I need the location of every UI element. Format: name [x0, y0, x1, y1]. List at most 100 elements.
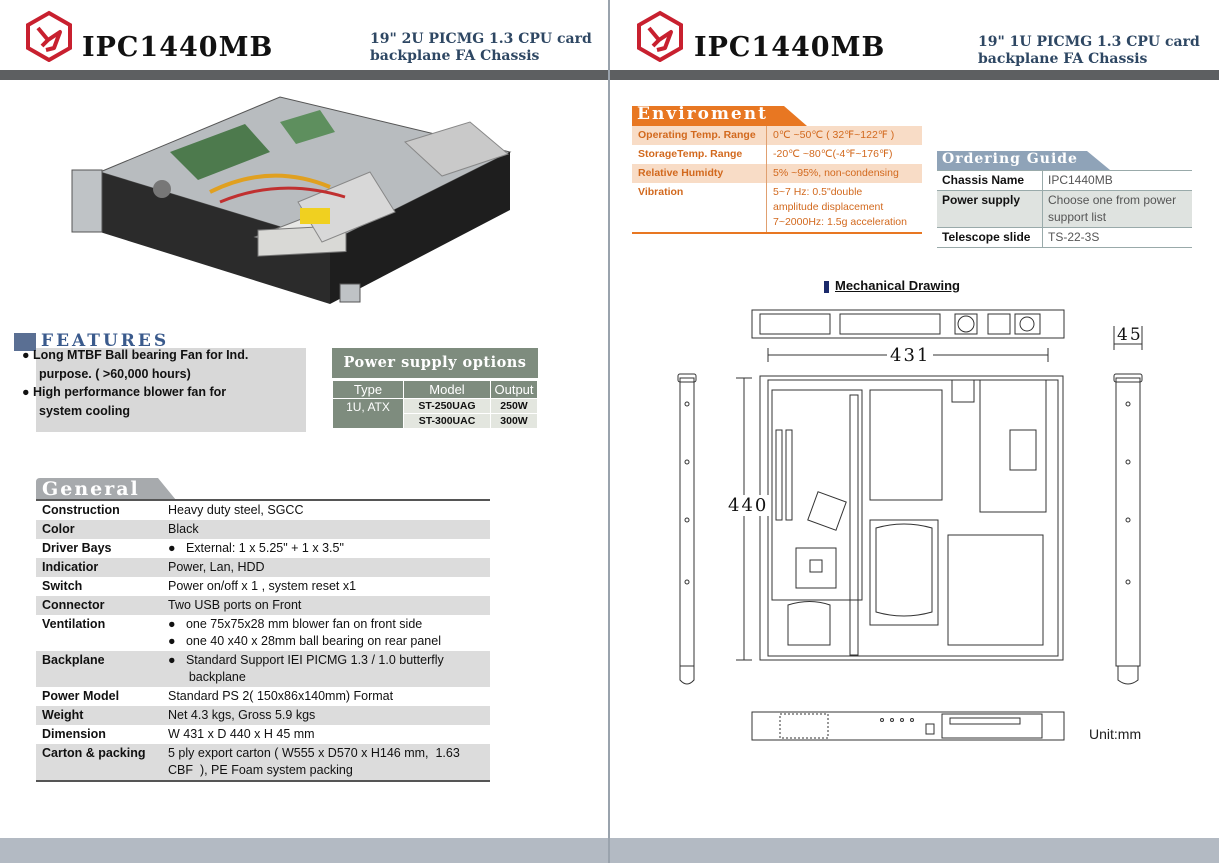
general-row-label: Color: [36, 520, 163, 539]
right-page-subtitle: 19" 1U PICMG 1.3 CPU card backplane FA C…: [978, 34, 1200, 68]
dimension-height-label: 45: [1117, 325, 1143, 345]
features-box: [36, 348, 306, 432]
general-row-value-line: CBF ), PE Foam system packing: [168, 763, 353, 777]
unit-label: Unit:mm: [1089, 726, 1142, 742]
general-row-value-line: ● Standard Support IEI PICMG 1.3 / 1.0 b…: [168, 653, 444, 667]
environment-row-value-line: -20℃ ~80℃(-4℉~176℉): [773, 148, 893, 160]
general-row-value-line: ● External: 1 x 5.25" + 1 x 3.5": [168, 541, 344, 555]
page-divider: [608, 0, 610, 863]
ordering-row-value-line: TS-22-3S: [1048, 230, 1100, 244]
ps-output-cell: 300W: [490, 413, 538, 429]
general-heading-tab: [36, 478, 176, 500]
mechanical-heading-marker: [824, 281, 829, 293]
features-icon-square: [14, 333, 36, 351]
general-row-label: Ventilation: [42, 617, 106, 631]
general-row-value: Heavy duty steel, SGCC: [163, 501, 490, 520]
environment-row-value-line: 0℃ ~50℃ ( 32℉~122℉ ): [773, 129, 895, 141]
general-row-value-line: ● one 75x75x28 mm blower fan on front si…: [168, 617, 423, 631]
general-row: Ventilation ● one 75x75x28 mm blower fan …: [36, 615, 490, 651]
dimension-width-label: 431: [887, 345, 934, 366]
right-header-bar: [610, 70, 1219, 80]
ps-model-cell: ST-300UAC: [403, 413, 491, 429]
bullet-icon: ●: [22, 348, 34, 362]
general-row-value: Net 4.3 kgs, Gross 5.9 kgs: [163, 706, 490, 725]
environment-heading: Enviroment: [637, 104, 768, 124]
ps-output-cell: 250W: [490, 398, 538, 414]
ordering-heading: Ordering Guide: [942, 151, 1078, 167]
company-logo-left: [24, 10, 74, 63]
environment-row-value-line: 5% ~95%, non-condensing: [773, 167, 899, 179]
right-footer-bar: [610, 838, 1219, 863]
chassis-product-photo: [70, 92, 512, 322]
general-row: Color Black: [36, 520, 490, 539]
general-row-value-line: W 431 x D 440 x H 45 mm: [168, 727, 315, 741]
general-bottom-rule: [36, 780, 490, 782]
ordering-row-label: Power supply: [937, 190, 1043, 228]
right-subtitle-line1: 19" 1U PICMG 1.3 CPU card: [978, 34, 1200, 50]
general-row-label: Backplane: [36, 651, 163, 687]
general-heading: General: [42, 478, 140, 500]
power-supply-table: Type Model Output 1U, ATX ST-250UAG 250W…: [332, 380, 538, 429]
general-row-value: 5 ply export carton ( W555 x D570 x H146…: [163, 744, 490, 780]
general-row-value-line: Heavy duty steel, SGCC: [168, 503, 304, 517]
environment-row-value-line: 7~2000Hz: 1.5g acceleration: [773, 216, 907, 228]
left-page-title: IPC1440MB: [82, 32, 274, 63]
right-subtitle-line2: backplane FA Chassis: [978, 51, 1148, 67]
general-row-value: Power, Lan, HDD: [163, 558, 490, 577]
environment-row-label: StorageTemp. Range: [632, 145, 767, 164]
ordering-row-value-line: IPC1440MB: [1048, 173, 1113, 187]
general-row-value-line: Black: [168, 522, 199, 536]
general-row-value: Two USB ports on Front: [163, 596, 490, 615]
environment-row-value: 5% ~95%, non-condensing: [766, 164, 922, 183]
dimension-depth-label: 440: [726, 495, 771, 516]
general-row-value-line: 5 ply export carton ( W555 x D570 x H146…: [168, 746, 460, 760]
general-row-value-line: ● one 40 x40 x 28mm ball bearing on rear…: [168, 634, 441, 648]
ordering-heading-tab: [937, 151, 1110, 170]
general-row-value: ● Standard Support IEI PICMG 1.3 / 1.0 b…: [163, 651, 490, 687]
general-row-value-line: backplane: [168, 670, 246, 684]
environment-row-value: 0℃ ~50℃ ( 32℉~122℉ ): [766, 126, 922, 145]
right-page-title: IPC1440MB: [694, 32, 886, 63]
general-row-label: Carton & packing: [36, 744, 163, 780]
power-supply-heading: Power supply options: [332, 348, 538, 378]
company-logo-right: [635, 10, 685, 63]
general-row-label: Driver Bays: [42, 541, 112, 555]
left-footer-bar: [0, 838, 608, 863]
general-row-value: W 431 x D 440 x H 45 mm: [163, 725, 490, 744]
environment-row-label: Vibration: [632, 183, 767, 233]
mechanical-heading: Mechanical Drawing: [835, 278, 960, 293]
ordering-row-label: Telescope slide: [937, 227, 1043, 248]
ps-type-cell: 1U, ATX: [332, 398, 404, 429]
general-row-value: ● External: 1 x 5.25" + 1 x 3.5": [163, 539, 490, 558]
general-row-label: Weight: [36, 706, 163, 725]
environment-row: Relative Humidty 5% ~95%, non-condensing: [632, 164, 922, 183]
general-row: Carton & packing 5 ply export carton ( W5…: [36, 744, 490, 780]
general-row: Weight Net 4.3 kgs, Gross 5.9 kgs: [36, 706, 490, 725]
environment-row-value-line: 5~7 Hz: 0.5"double: [773, 186, 863, 198]
ps-model-cell: ST-250UAG: [403, 398, 491, 414]
general-row-value-line: Net 4.3 kgs, Gross 5.9 kgs: [168, 708, 316, 722]
general-row-label: Switch: [42, 579, 83, 593]
ps-header-output: Output: [490, 380, 538, 399]
environment-table: Operating Temp. Range 0℃ ~50℃ ( 32℉~122℉ …: [632, 126, 922, 234]
environment-row: StorageTemp. Range -20℃ ~80℃(-4℉~176℉): [632, 145, 922, 164]
environment-row-label: Operating Temp. Range: [632, 126, 767, 145]
ps-header-model: Model: [403, 380, 491, 399]
general-row-value-line: Power, Lan, HDD: [168, 560, 265, 574]
feature-item: ● High performance blower fan for system…: [22, 385, 227, 418]
left-header-bar: [0, 70, 608, 80]
ordering-row-value-line: Choose one from power: [1048, 193, 1177, 207]
environment-row-label: Relative Humidty: [632, 164, 767, 183]
features-list: ● Long MTBF Ball bearing Fan for Ind. pu…: [22, 346, 302, 420]
general-row-value: Black: [163, 520, 490, 539]
bullet-icon: ●: [22, 385, 34, 399]
